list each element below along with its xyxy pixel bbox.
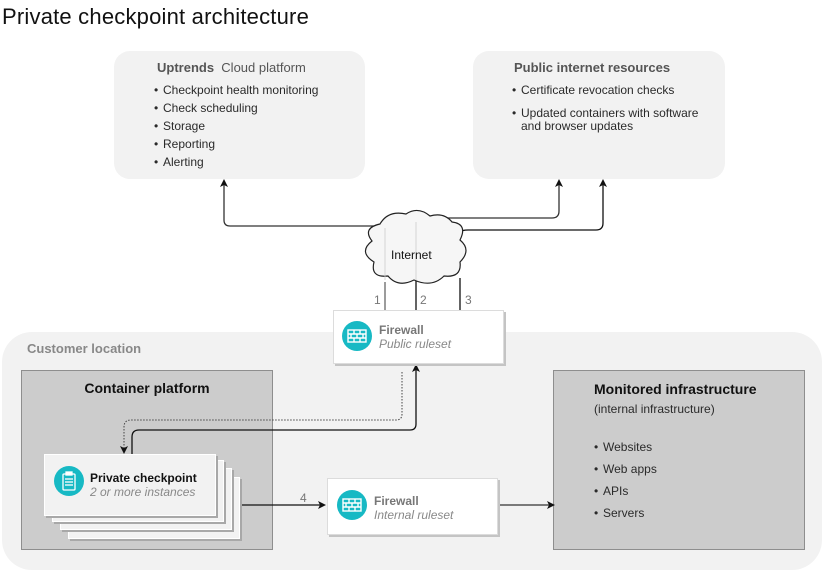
list-item: Websites xyxy=(594,436,657,458)
private-checkpoint-name: Private checkpoint xyxy=(90,471,197,485)
list-item: Alerting xyxy=(154,153,318,171)
list-item: Updated containers with software and bro… xyxy=(512,107,712,133)
firewall-icon xyxy=(342,321,372,351)
uptrends-box-title: Uptrends Cloud platform xyxy=(157,60,306,75)
diagram-title: Private checkpoint architecture xyxy=(2,4,310,29)
list-item: Web apps xyxy=(594,458,657,480)
connector-checkpoint-to-firewall xyxy=(131,364,420,455)
firewall-public-ruleset: Public ruleset xyxy=(379,337,452,351)
monitored-list: Websites Web apps APIs Servers xyxy=(594,436,657,524)
container-platform-title: Container platform xyxy=(84,380,210,396)
uptrends-subtitle: Cloud platform xyxy=(221,60,306,75)
connector-firewall-to-checkpoint-dotted xyxy=(120,372,403,454)
clipboard-icon xyxy=(54,466,84,496)
internet-label: Internet xyxy=(391,248,432,262)
private-checkpoint-instances: 2 or more instances xyxy=(90,485,196,499)
customer-location-label: Customer location xyxy=(27,341,142,356)
firewall-public-name: Firewall xyxy=(379,323,424,337)
firewall-icon xyxy=(337,490,367,520)
public-resources-title: Public internet resources xyxy=(514,60,671,75)
connector-internet-to-container-updates xyxy=(459,179,607,233)
uptrends-feature-list: Checkpoint health monitoring Check sched… xyxy=(154,81,318,171)
list-item: Reporting xyxy=(154,135,318,153)
connection-number-3: 3 xyxy=(465,293,472,307)
firewall-internal-name: Firewall xyxy=(374,494,419,508)
firewall-internal-ruleset: Internal ruleset xyxy=(374,508,454,522)
list-item: APIs xyxy=(594,480,657,502)
monitored-title: Monitored infrastructure xyxy=(594,381,757,397)
monitored-subtitle: (internal infrastructure) xyxy=(594,402,715,416)
public-resources-list: Certificate revocation checks Updated co… xyxy=(512,81,712,133)
connector-internet-to-uptrends xyxy=(220,179,384,227)
list-item: Storage xyxy=(154,117,318,135)
connection-number-2: 2 xyxy=(420,293,427,307)
uptrends-brand: Uptrends xyxy=(157,60,215,75)
list-item: Check scheduling xyxy=(154,99,318,117)
connection-number-1: 1 xyxy=(374,293,381,307)
list-item: Checkpoint health monitoring xyxy=(154,81,318,99)
connection-number-4: 4 xyxy=(300,491,307,505)
list-item: Servers xyxy=(594,502,657,524)
list-item: Certificate revocation checks xyxy=(512,84,712,98)
